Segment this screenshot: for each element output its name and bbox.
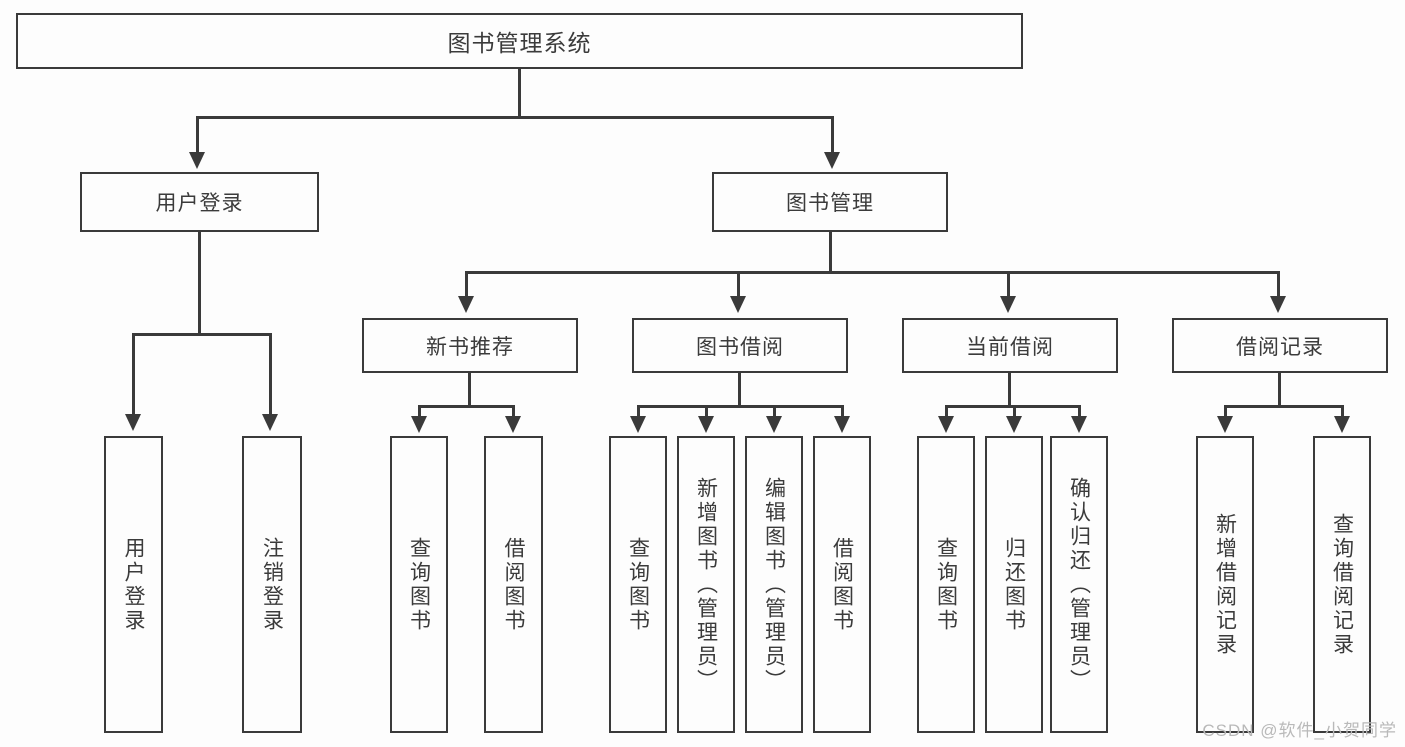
connector-br-leaf2 bbox=[1341, 405, 1344, 419]
arrowhead-user-login bbox=[189, 152, 205, 169]
leaf-query-book-current[interactable]: 查询图书 bbox=[917, 436, 975, 733]
connector-to-current-borrow bbox=[1007, 271, 1010, 298]
leaf-query-book-recommend[interactable]: 查询图书 bbox=[390, 436, 448, 733]
leaf-label: 查询图书 bbox=[934, 536, 958, 633]
arrowhead-bb-leaf4 bbox=[834, 416, 850, 433]
node-label: 新书推荐 bbox=[426, 335, 514, 359]
arrowhead-bb-leaf3 bbox=[766, 416, 782, 433]
leaf-label: 新增图书（管理员） bbox=[694, 476, 718, 693]
arrowhead-borrow-record bbox=[1270, 296, 1286, 313]
node-label: 借阅记录 bbox=[1236, 335, 1324, 359]
leaf-label: 编辑图书（管理员） bbox=[762, 476, 786, 693]
leaf-label: 确认归还（管理员） bbox=[1067, 476, 1091, 693]
connector-current-borrow-stem bbox=[1008, 373, 1011, 408]
node-label: 用户登录 bbox=[155, 192, 244, 215]
connector-br-leaf1 bbox=[1224, 405, 1227, 419]
leaf-label: 查询借阅记录 bbox=[1330, 512, 1354, 657]
connector-bb-leaf4 bbox=[841, 405, 844, 419]
connector-book-manage-bar bbox=[466, 271, 1280, 274]
connector-new-book-bar bbox=[419, 405, 515, 408]
connector-bb-leaf2 bbox=[705, 405, 708, 419]
connector-user-login-leaf2 bbox=[269, 333, 272, 417]
connector-user-login-stem bbox=[198, 232, 201, 335]
connector-cb-leaf1 bbox=[945, 405, 948, 419]
arrowhead-book-manage bbox=[824, 152, 840, 169]
leaf-user-login[interactable]: 用户登录 bbox=[104, 436, 163, 733]
connector-book-manage-stem bbox=[829, 232, 832, 273]
leaf-label: 借阅图书 bbox=[830, 536, 854, 633]
arrowhead-br-leaf1 bbox=[1217, 416, 1233, 433]
node-new-book-recommend[interactable]: 新书推荐 bbox=[362, 318, 578, 373]
connector-root-stem bbox=[518, 69, 521, 118]
connector-to-new-book bbox=[465, 271, 468, 298]
connector-book-borrow-stem bbox=[738, 373, 741, 408]
connector-borrow-record-bar bbox=[1225, 405, 1344, 408]
arrowhead-cb-leaf1 bbox=[938, 416, 954, 433]
arrowhead-bb-leaf1 bbox=[630, 416, 646, 433]
arrowhead-nb-leaf1 bbox=[411, 416, 427, 433]
connector-book-borrow-bar bbox=[638, 405, 843, 408]
connector-bb-leaf1 bbox=[637, 405, 640, 419]
leaf-add-book-admin[interactable]: 新增图书（管理员） bbox=[677, 436, 735, 733]
arrowhead-br-leaf2 bbox=[1334, 416, 1350, 433]
connector-new-book-leaf1 bbox=[418, 405, 421, 419]
node-label: 图书借阅 bbox=[696, 335, 784, 359]
connector-cb-leaf2 bbox=[1013, 405, 1016, 419]
connector-new-book-stem bbox=[468, 373, 471, 408]
leaf-label: 归还图书 bbox=[1002, 536, 1026, 633]
connector-user-login-bar bbox=[133, 333, 271, 336]
connector-to-book-borrow bbox=[737, 271, 740, 298]
leaf-edit-book-admin[interactable]: 编辑图书（管理员） bbox=[745, 436, 803, 733]
leaf-return-book[interactable]: 归还图书 bbox=[985, 436, 1043, 733]
connector-cb-leaf3 bbox=[1078, 405, 1081, 419]
leaf-label: 查询图书 bbox=[407, 536, 431, 633]
arrowhead-leaf-user-login bbox=[125, 414, 141, 431]
leaf-borrow-book[interactable]: 借阅图书 bbox=[813, 436, 871, 733]
arrowhead-leaf-logout bbox=[262, 414, 278, 431]
connector-root-bar bbox=[197, 116, 834, 119]
arrowhead-book-borrow bbox=[730, 296, 746, 313]
arrowhead-cb-leaf3 bbox=[1071, 416, 1087, 433]
node-user-login[interactable]: 用户登录 bbox=[80, 172, 319, 232]
leaf-label: 注销登录 bbox=[260, 536, 284, 633]
leaf-add-borrow-record[interactable]: 新增借阅记录 bbox=[1196, 436, 1254, 733]
arrowhead-new-book bbox=[458, 296, 474, 313]
connector-root-to-user-login bbox=[196, 116, 199, 155]
leaf-label: 借阅图书 bbox=[502, 536, 525, 633]
node-label: 图书管理系统 bbox=[447, 30, 592, 56]
node-book-manage[interactable]: 图书管理 bbox=[712, 172, 948, 232]
node-label: 当前借阅 bbox=[966, 335, 1054, 359]
leaf-query-book-borrow[interactable]: 查询图书 bbox=[609, 436, 667, 733]
arrowhead-bb-leaf2 bbox=[698, 416, 714, 433]
arrowhead-nb-leaf2 bbox=[505, 416, 521, 433]
connector-bb-leaf3 bbox=[773, 405, 776, 419]
leaf-logout[interactable]: 注销登录 bbox=[242, 436, 302, 733]
leaf-query-borrow-record[interactable]: 查询借阅记录 bbox=[1313, 436, 1371, 733]
connector-root-to-book-manage bbox=[831, 116, 834, 155]
leaf-borrow-book-recommend[interactable]: 借阅图书 bbox=[484, 436, 543, 733]
connector-to-borrow-record bbox=[1277, 271, 1280, 298]
arrowhead-current-borrow bbox=[1000, 296, 1016, 313]
node-current-borrow[interactable]: 当前借阅 bbox=[902, 318, 1118, 373]
node-label: 图书管理 bbox=[786, 192, 874, 215]
leaf-label: 用户登录 bbox=[122, 536, 145, 633]
leaf-confirm-return-admin[interactable]: 确认归还（管理员） bbox=[1050, 436, 1108, 733]
connector-borrow-record-stem bbox=[1278, 373, 1281, 408]
node-book-borrow[interactable]: 图书借阅 bbox=[632, 318, 848, 373]
connector-user-login-leaf1 bbox=[132, 333, 135, 417]
connector-new-book-leaf2 bbox=[512, 405, 515, 419]
node-borrow-record[interactable]: 借阅记录 bbox=[1172, 318, 1388, 373]
leaf-label: 新增借阅记录 bbox=[1213, 512, 1237, 657]
node-root-system[interactable]: 图书管理系统 bbox=[16, 13, 1023, 69]
watermark: CSDN @软件_小贺同学 bbox=[1202, 721, 1397, 740]
arrowhead-cb-leaf2 bbox=[1006, 416, 1022, 433]
leaf-label: 查询图书 bbox=[626, 536, 650, 633]
